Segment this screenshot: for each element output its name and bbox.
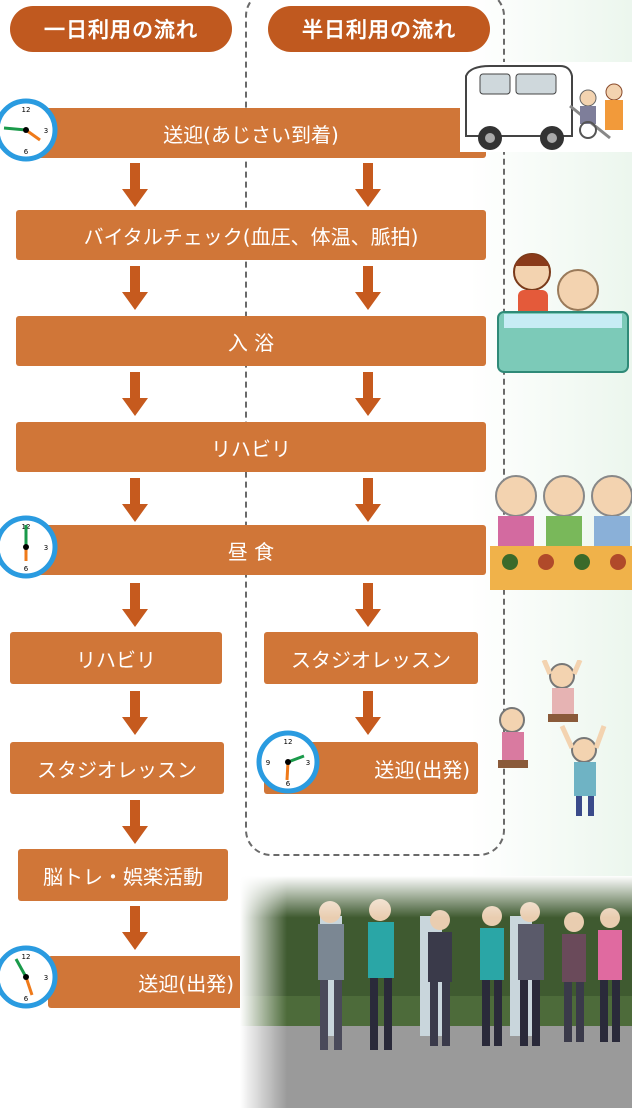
arrow-down-icon (122, 163, 148, 207)
svg-text:9: 9 (266, 759, 270, 767)
svg-text:6: 6 (24, 148, 29, 156)
step-studio-lesson-half-day: スタジオレッスン (264, 632, 478, 684)
step-pickup-arrival: 送迎(あじさい到着) (16, 108, 486, 158)
bathing-assist-illustration (497, 253, 629, 373)
step-rehab: リハビリ (16, 422, 486, 472)
arrow-down-icon (122, 266, 148, 310)
clock-icon: 12 3 6 (0, 98, 58, 162)
svg-text:12: 12 (22, 106, 31, 114)
svg-text:3: 3 (44, 974, 48, 982)
step-departure-full-day: 送迎(出発) (48, 956, 246, 1008)
svg-text:3: 3 (306, 759, 310, 767)
arrow-down-icon (355, 478, 381, 522)
step-lunch: 昼 食 (16, 525, 486, 575)
svg-text:3: 3 (44, 544, 48, 552)
arrow-down-icon (355, 583, 381, 627)
step-rehab-full-day: リハビリ (10, 632, 222, 684)
step-brain-training: 脳トレ・娯楽活動 (18, 849, 228, 901)
arrow-down-icon (355, 163, 381, 207)
chair-exercise-illustration (498, 660, 607, 816)
svg-text:6: 6 (24, 565, 29, 573)
welfare-van-illustration (460, 62, 632, 152)
arrow-down-icon (122, 906, 148, 950)
arrow-down-icon (122, 583, 148, 627)
step-vital-check: バイタルチェック(血圧、体温、脈拍) (16, 210, 486, 260)
arrow-down-icon (355, 372, 381, 416)
elderly-meal-illustration (490, 475, 632, 590)
arrow-down-icon (122, 372, 148, 416)
clock-icon: 12 3 6 (0, 945, 58, 1009)
arrow-down-icon (122, 478, 148, 522)
svg-text:12: 12 (22, 953, 31, 961)
clock-icon: 12 3 6 (0, 515, 58, 579)
clock-icon: 12 3 6 9 (256, 730, 320, 794)
svg-text:6: 6 (286, 780, 291, 788)
step-bath: 入 浴 (16, 316, 486, 366)
arrow-down-icon (122, 800, 148, 844)
svg-text:3: 3 (44, 127, 48, 135)
full-day-header: 一日利用の流れ (10, 6, 232, 52)
group-walking-photo (240, 876, 632, 1108)
step-studio-lesson-full-day: スタジオレッスン (10, 742, 224, 794)
svg-text:12: 12 (284, 738, 293, 746)
arrow-down-icon (355, 691, 381, 735)
arrow-down-icon (355, 266, 381, 310)
svg-text:6: 6 (24, 995, 29, 1003)
half-day-header: 半日利用の流れ (268, 6, 490, 52)
arrow-down-icon (122, 691, 148, 735)
